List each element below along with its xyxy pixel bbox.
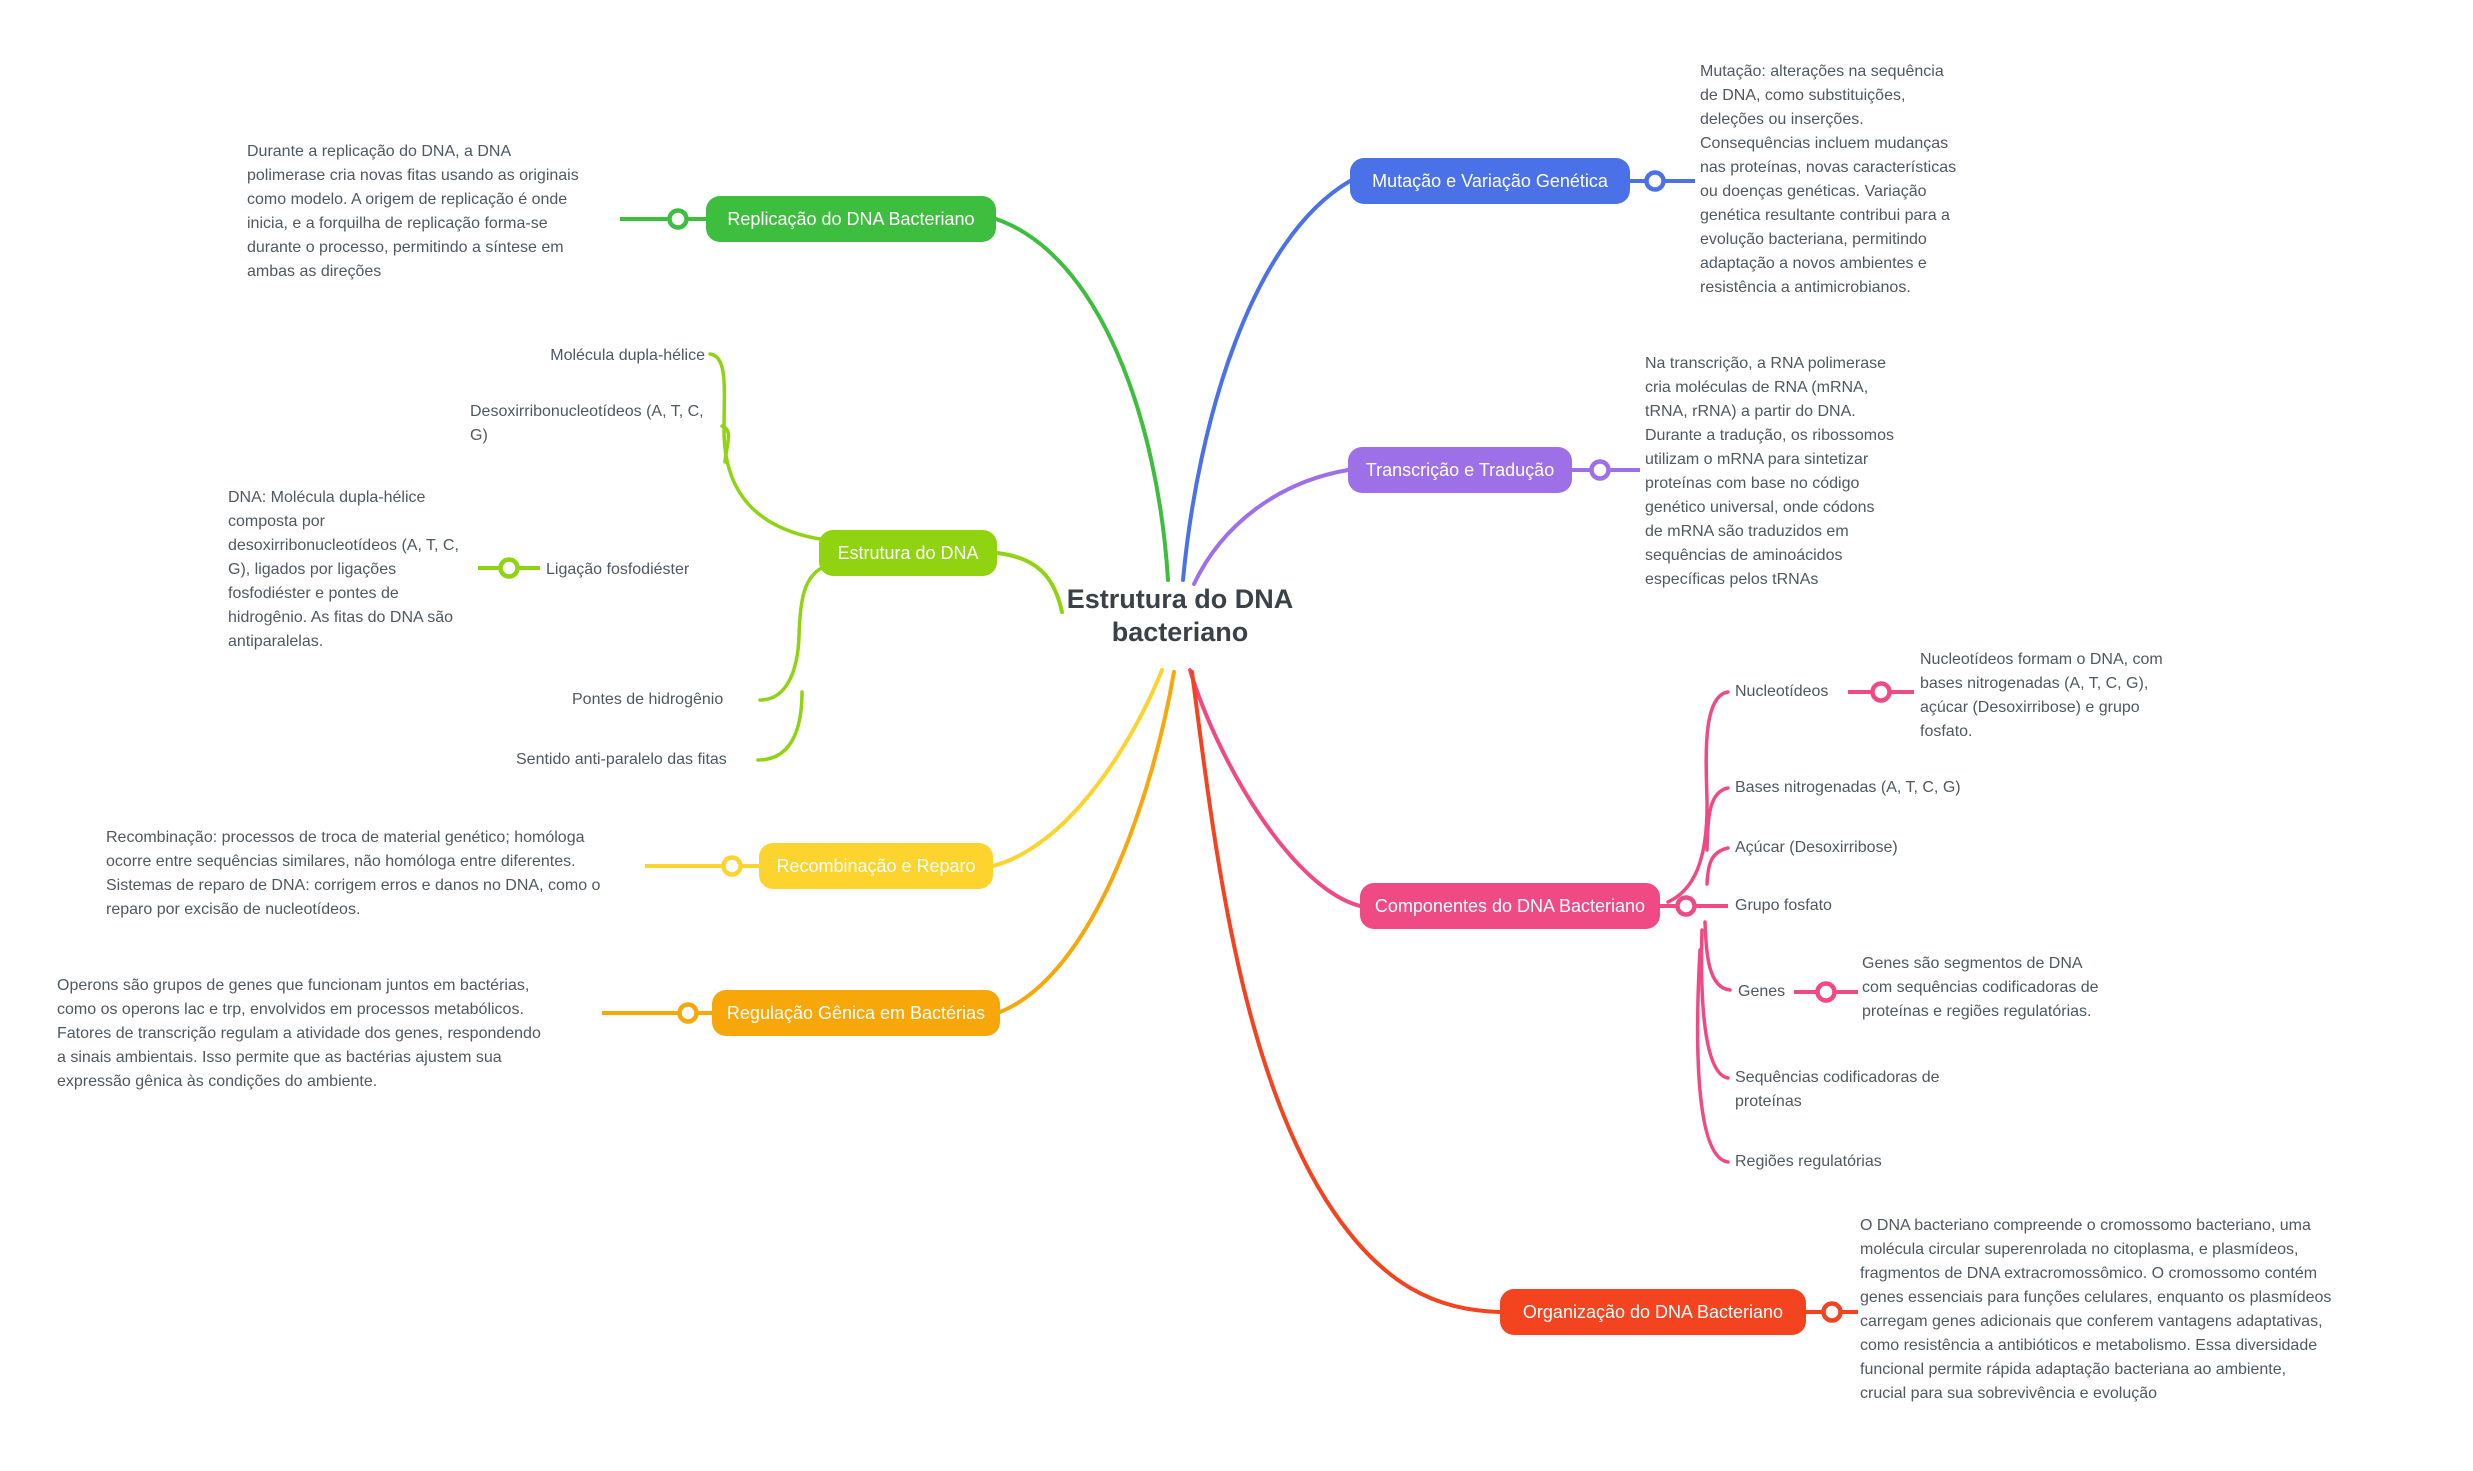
leaf-sentido-antiparalelo[interactable]: Sentido anti-paralelo das fitas bbox=[516, 751, 727, 768]
node-regulacao[interactable]: Regulação Gênica em Bactérias bbox=[712, 990, 1000, 1036]
ring-transcricao bbox=[1589, 459, 1611, 481]
node-recombinacao[interactable]: Recombinação e Reparo bbox=[759, 843, 993, 889]
leaf-ligacao-fosfodiester[interactable]: Ligação fosfodiéster bbox=[546, 561, 690, 578]
note-genes: Genes são segmentos de DNA com sequência… bbox=[1862, 955, 2099, 1020]
leaf-genes[interactable]: Genes bbox=[1738, 983, 1786, 1000]
edge-regulacao bbox=[998, 670, 1176, 1014]
leaf-grupo-fosfato[interactable]: Grupo fosfato bbox=[1735, 897, 1832, 914]
branch-desoxirribo bbox=[720, 424, 731, 464]
ring-recombinacao bbox=[721, 855, 743, 877]
node-mutacao[interactable]: Mutação e Variação Genética bbox=[1350, 158, 1630, 204]
note-replicacao: Durante a replicação do DNA, a DNA polim… bbox=[247, 143, 579, 280]
node-replicacao[interactable]: Replicação do DNA Bacteriano bbox=[706, 196, 996, 242]
ring-replicacao bbox=[667, 208, 689, 230]
note-organizacao: O DNA bacteriano compreende o cromossomo… bbox=[1860, 1217, 2332, 1402]
branch-sequencias bbox=[1699, 928, 1730, 1080]
edge-transcricao bbox=[1192, 468, 1350, 586]
edge-recombinacao bbox=[991, 668, 1164, 868]
node-organizacao[interactable]: Organização do DNA Bacteriano bbox=[1500, 1289, 1806, 1335]
leaf-acucar-desoxirribose[interactable]: Açúcar (Desoxirribose) bbox=[1735, 839, 1898, 856]
ring-nucleotideos bbox=[1870, 681, 1892, 703]
ring-ligacao bbox=[498, 557, 520, 579]
branch-sentido bbox=[756, 690, 804, 762]
node-componentes[interactable]: Componentes do DNA Bacteriano bbox=[1360, 883, 1660, 929]
branch-acucar bbox=[1705, 846, 1730, 886]
note-mutacao: Mutação: alterações na sequência de DNA,… bbox=[1700, 63, 1957, 296]
ring-organizacao bbox=[1821, 1301, 1843, 1323]
edge-organizacao bbox=[1190, 670, 1502, 1314]
ring-componentes bbox=[1675, 895, 1697, 917]
leaf-regioes-regulatorias[interactable]: Regiões regulatórias bbox=[1735, 1153, 1882, 1170]
leaf-bases-nitrogenadas[interactable]: Bases nitrogenadas (A, T, C, G) bbox=[1735, 779, 1961, 796]
leaf-molecula-dupla-helice[interactable]: Molécula dupla-hélice bbox=[550, 347, 705, 364]
note-regulacao: Operons são grupos de genes que funciona… bbox=[57, 977, 541, 1090]
branch-pontes bbox=[758, 564, 828, 702]
leaf-desoxirribonucleotideos[interactable]: Desoxirribonucleotídeos (A, T, C, G) bbox=[470, 403, 704, 444]
edge-estrutura bbox=[995, 551, 1064, 614]
ring-mutacao bbox=[1644, 170, 1666, 192]
branch-genes bbox=[1703, 920, 1732, 992]
note-recombinacao: Recombinação: processos de troca de mate… bbox=[106, 829, 601, 918]
central-topic[interactable]: Estrutura do DNA bacteriano bbox=[1066, 584, 1294, 647]
note-nucleotideos: Nucleotídeos formam o DNA, com bases nit… bbox=[1920, 651, 2163, 740]
ring-genes bbox=[1815, 981, 1837, 1003]
node-estrutura[interactable]: Estrutura do DNA bbox=[819, 530, 997, 576]
edge-replicacao bbox=[994, 217, 1170, 582]
leaf-nucleotideos[interactable]: Nucleotídeos bbox=[1735, 683, 1829, 700]
leaf-pontes-hidrogenio[interactable]: Pontes de hidrogênio bbox=[572, 691, 724, 708]
branch-bases bbox=[1705, 786, 1730, 852]
branch-molecula bbox=[708, 352, 828, 542]
edge-componentes bbox=[1188, 668, 1362, 908]
ring-regulacao bbox=[677, 1002, 699, 1024]
edge-mutacao bbox=[1181, 179, 1352, 582]
leaf-sequencias-codificadoras[interactable]: Sequências codificadoras de proteínas bbox=[1735, 1069, 1940, 1110]
branch-regioes bbox=[1695, 948, 1730, 1164]
node-transcricao[interactable]: Transcrição e Tradução bbox=[1348, 447, 1572, 493]
note-transcricao: Na transcrição, a RNA polimerase cria mo… bbox=[1645, 355, 1895, 588]
branch-nucleotideos bbox=[1666, 690, 1730, 904]
note-estrutura: DNA: Molécula dupla-hélice composta por … bbox=[228, 489, 459, 650]
